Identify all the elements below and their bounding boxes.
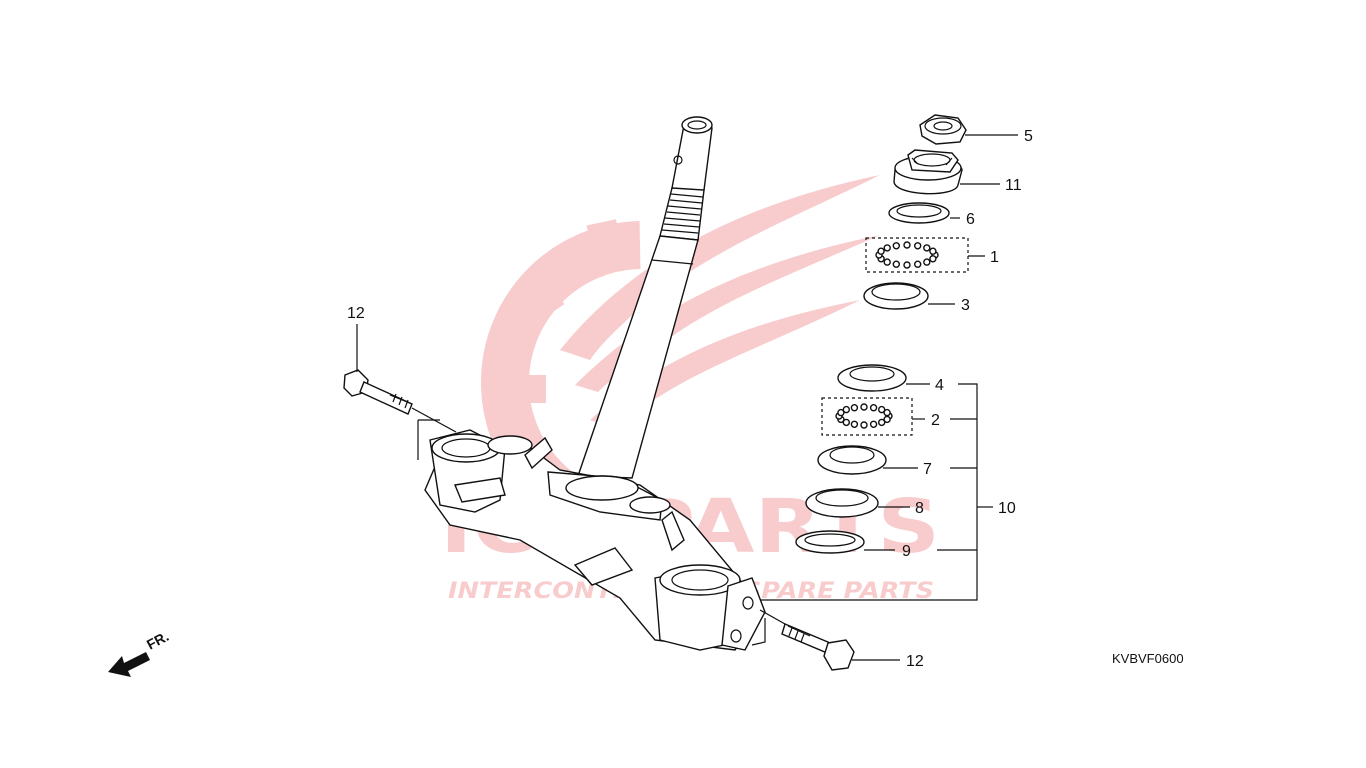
part-9-washer — [795, 530, 865, 554]
part-2-steel-balls — [821, 397, 913, 436]
steel-ball — [869, 420, 878, 428]
callout-3: 3 — [961, 297, 970, 314]
steel-ball — [860, 403, 868, 411]
steel-ball — [903, 241, 911, 249]
steel-ball — [883, 258, 891, 266]
bolt-12-left-bracket — [417, 419, 440, 460]
callout-2: 2 — [931, 412, 940, 429]
steel-ball — [837, 408, 845, 417]
steel-ball — [923, 244, 931, 252]
callout-4: 4 — [935, 377, 944, 394]
steel-ball — [883, 415, 891, 424]
watermark-wing-icon — [560, 175, 880, 428]
steel-ball — [883, 244, 891, 252]
front-direction-label: FR. — [144, 628, 171, 653]
stem-threads — [661, 193, 704, 234]
callout-7: 7 — [923, 461, 932, 478]
steel-ball — [914, 242, 922, 250]
part-7-lower-cone-race — [817, 445, 887, 475]
steel-ball — [929, 247, 937, 255]
callout-8: 8 — [915, 500, 924, 517]
part-8-dust-seal — [805, 488, 879, 518]
steel-ball — [850, 420, 859, 428]
steel-ball — [883, 408, 891, 417]
part-5-lock-nut — [919, 114, 967, 145]
steel-ball — [878, 405, 886, 414]
leader-lines — [356, 134, 1018, 661]
callout-1: 1 — [990, 249, 999, 266]
front-arrow-icon — [108, 652, 150, 677]
steel-ball — [878, 418, 886, 427]
steel-ball — [914, 260, 922, 268]
steel-ball — [842, 405, 850, 414]
diagram-code: KVBVF0600 — [1112, 651, 1184, 666]
callout-5: 5 — [1024, 128, 1033, 145]
callout-12-left: 12 — [347, 305, 365, 322]
part-6-dust-seal — [888, 202, 950, 224]
steel-ball — [842, 418, 850, 427]
steel-ball — [892, 242, 900, 250]
part-11-adjusting-nut — [893, 149, 963, 195]
steel-ball — [860, 421, 868, 429]
steel-ball — [903, 261, 911, 269]
lower-bridge — [424, 429, 766, 651]
callout-11: 11 — [1005, 177, 1022, 194]
bolt-12-right-bracket — [751, 618, 766, 646]
part-1-steel-balls — [865, 237, 969, 273]
bolt-12-left — [343, 369, 413, 415]
bolt-12-right-guide — [759, 609, 786, 625]
callout-10: 10 — [998, 500, 1016, 517]
callout-12-right: 12 — [906, 653, 924, 670]
steel-ball — [923, 258, 931, 266]
steel-ball — [850, 404, 859, 412]
part-3-upper-race — [863, 282, 929, 310]
callout-9: 9 — [902, 543, 911, 560]
steel-ball — [892, 260, 900, 268]
part-4-lower-race — [837, 364, 907, 392]
front-direction-arrow: FR. — [108, 628, 171, 677]
steel-ball — [877, 247, 885, 255]
bolt-12-right — [781, 623, 855, 671]
callout-6: 6 — [966, 211, 975, 228]
steel-ball — [929, 255, 937, 263]
steel-ball — [869, 404, 878, 412]
